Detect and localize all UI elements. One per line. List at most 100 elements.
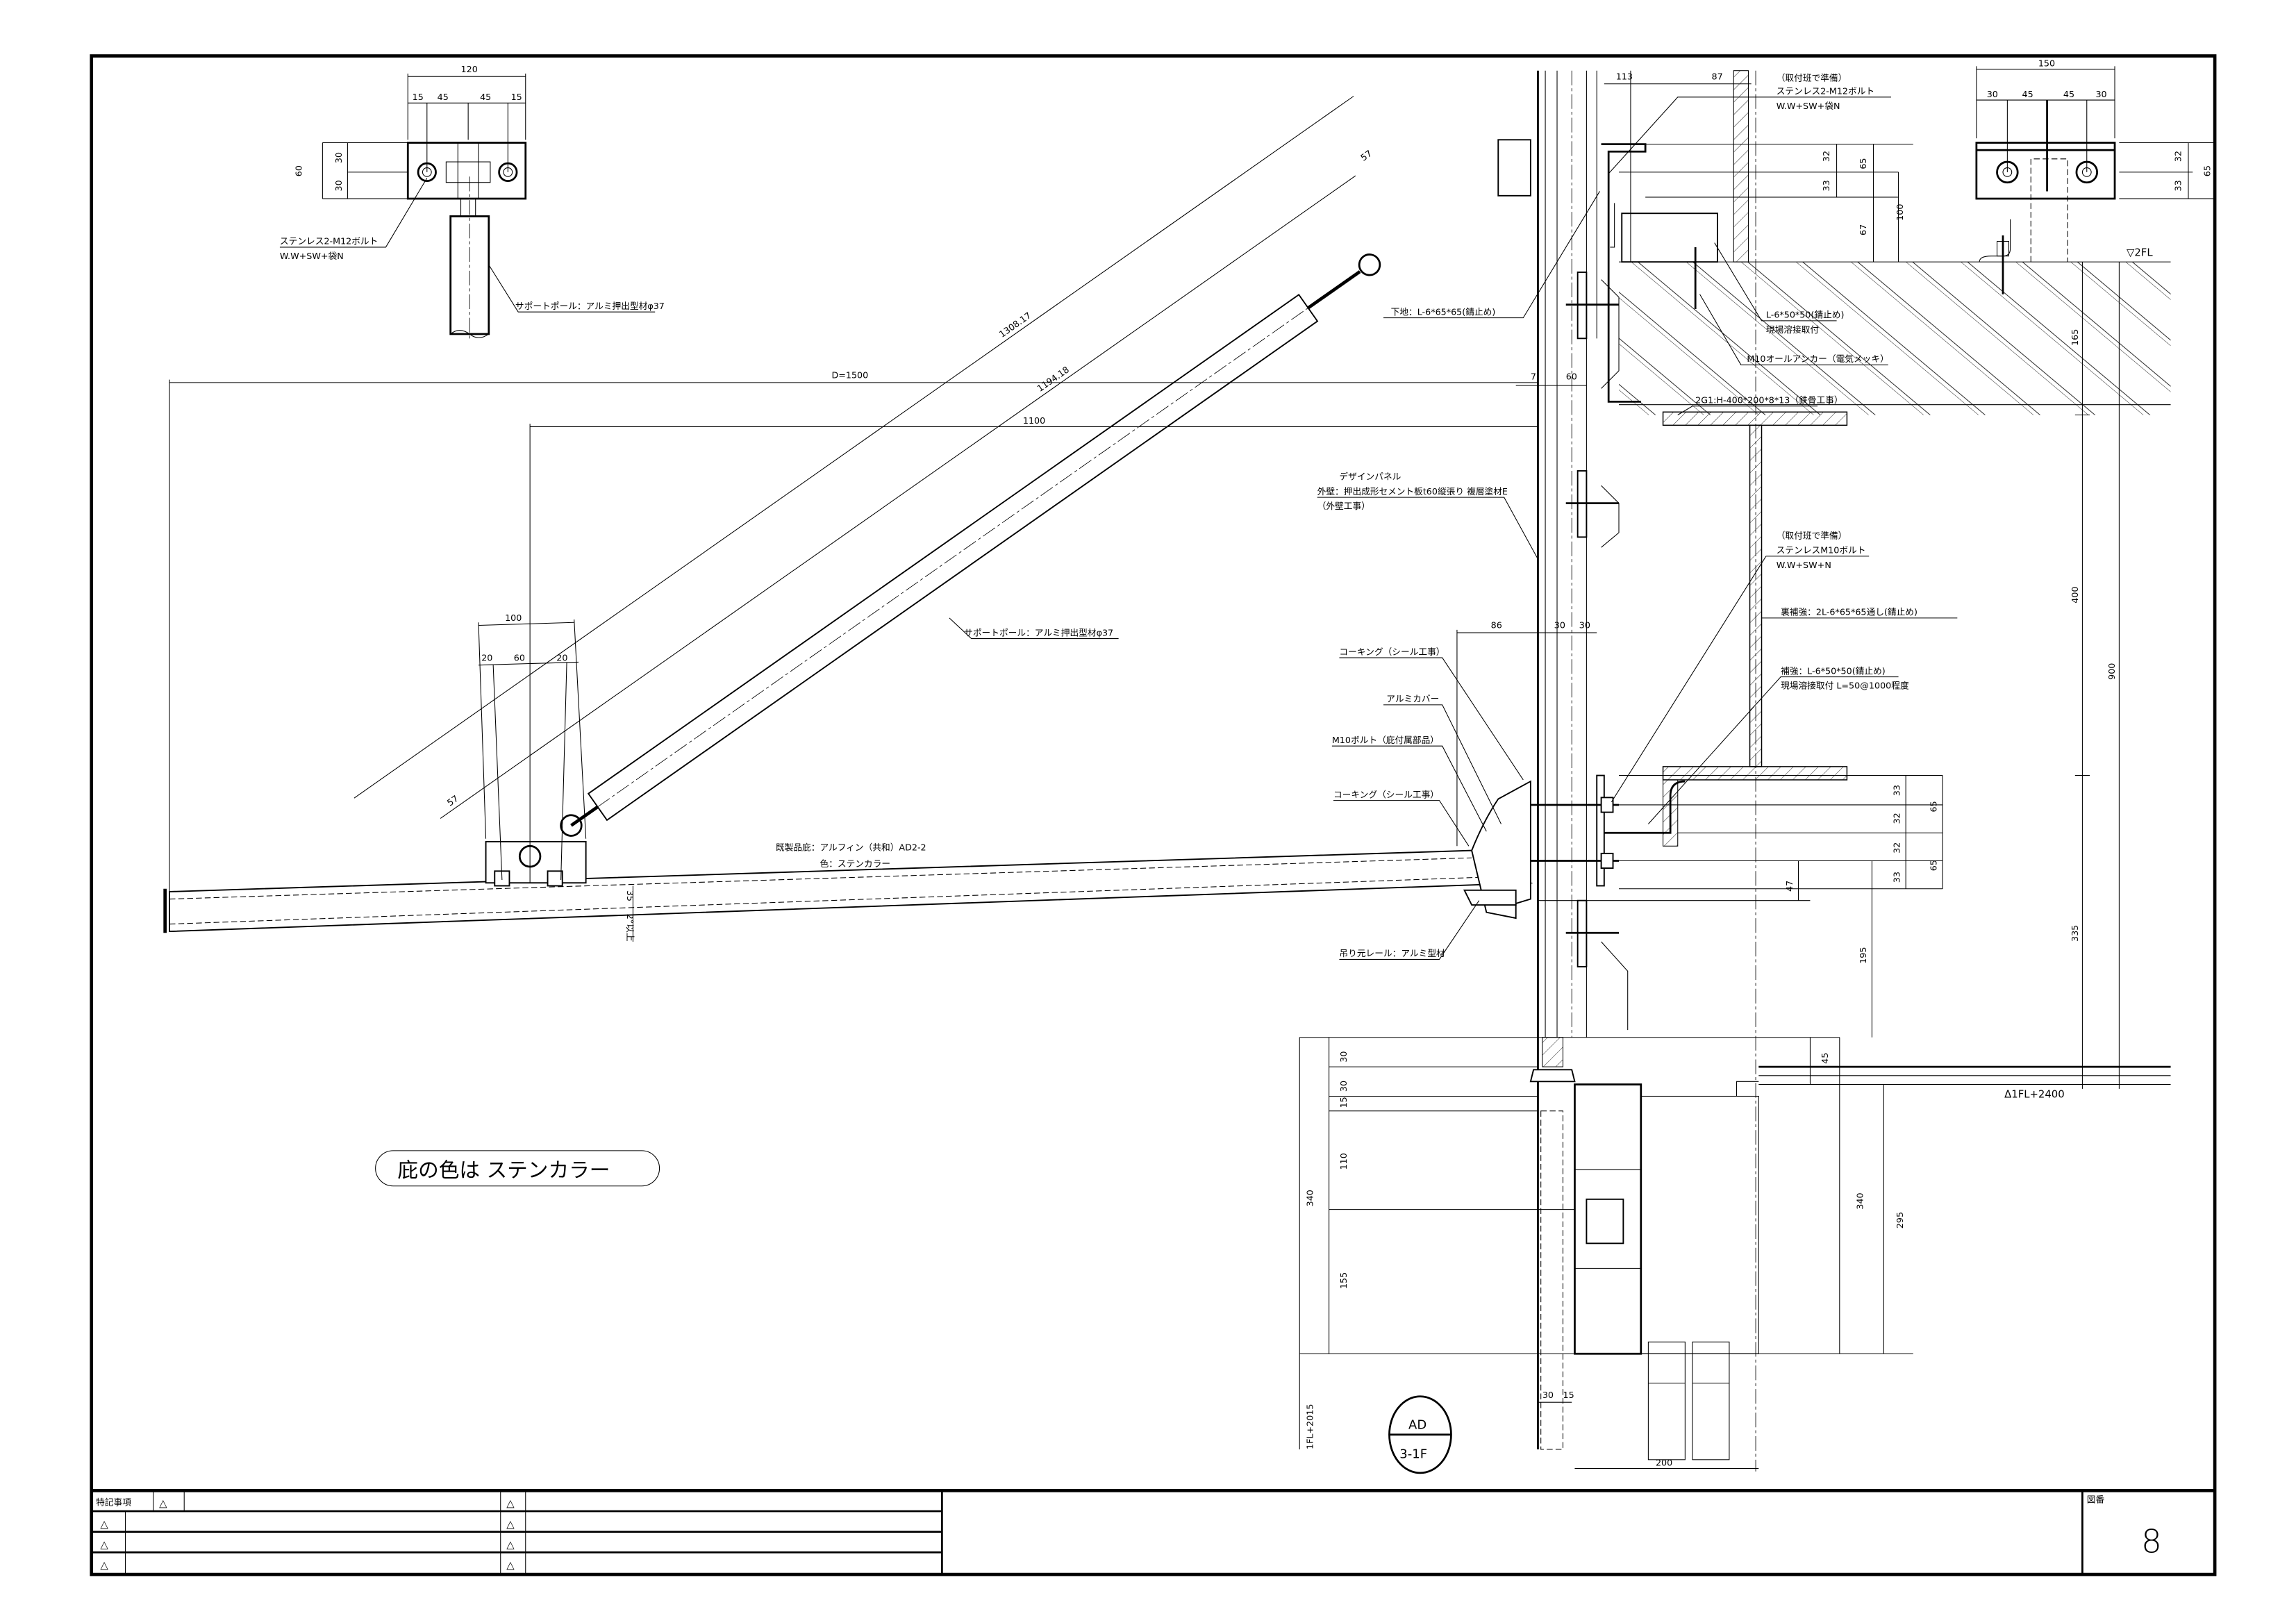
label: （取付班で準備）: [1777, 73, 1847, 83]
revision-mark: △: [506, 1518, 515, 1530]
dim: 15: [413, 92, 424, 102]
label: 裏補強：2L-6*65*65通し(錆止め): [1781, 607, 1918, 617]
revision-mark: △: [506, 1498, 515, 1510]
dim: 165: [2070, 329, 2080, 346]
dim: 20: [481, 652, 492, 663]
annotations: （取付班で準備） ステンレス2-M12ボルト W.W+SW+袋N 下地：L-6*…: [1317, 73, 1958, 960]
dim-projection: D=1500: [831, 370, 868, 381]
dim: 195: [1858, 947, 1868, 964]
dim: 7: [1531, 372, 1536, 382]
wall-dimensions: 113 87 32 33 65 67 100 7 60 165 400 900 …: [1456, 71, 2120, 1089]
dim: 45: [2022, 89, 2033, 99]
label: M10ボルト（庇付属部品）: [1332, 735, 1439, 745]
label: L-6*50*50(錆止め): [1766, 310, 1845, 320]
label: （取付班で準備）: [1777, 530, 1847, 540]
label-canopy-color: 色：ステンカラー: [820, 858, 891, 869]
title-block: 特記事項 △ △ △ △ △ △ △ △ 図番 8: [91, 1488, 2215, 1575]
dim: 20: [556, 652, 567, 663]
dim: 30: [333, 180, 344, 191]
label: 吊り元レール：アルミ型材: [1339, 948, 1445, 958]
label: 2G1:H-400*200*8*13（鉄骨工事）: [1695, 395, 1842, 406]
dim: 30: [333, 152, 344, 163]
revision-mark: △: [100, 1539, 108, 1551]
label-support-pole: サポートポール：アルミ押出型材φ37: [964, 627, 1113, 638]
dim: 65: [2202, 165, 2213, 176]
exterior-wall-panel: [1537, 70, 1631, 1450]
dim: 30: [1987, 89, 1998, 99]
dim: 30: [1338, 1081, 1349, 1092]
label: 下地：L-6*65*65(錆止め): [1391, 306, 1496, 317]
dim: 65: [1929, 801, 1939, 812]
dim: 100: [1895, 204, 1905, 221]
dim: 15: [1338, 1097, 1349, 1108]
dim: 15: [1563, 1390, 1574, 1400]
dim: 200: [1656, 1457, 1672, 1467]
support-pole: 1194.18 1308.17 57 57: [353, 96, 1381, 837]
dim: 150: [2038, 58, 2055, 68]
sheet-border: [90, 54, 2217, 1576]
h-beam: [1662, 70, 1848, 1472]
dim: 340: [1855, 1192, 1865, 1209]
dim: 120: [461, 64, 478, 74]
dim: 65: [1858, 158, 1868, 169]
dim: 35: [625, 890, 635, 901]
dim: 87: [1711, 71, 1722, 81]
label: アルミカバー: [1386, 694, 1439, 704]
wall-bracket-top: [1497, 139, 1531, 197]
dim: 33: [1892, 872, 1902, 883]
dim: 60: [1566, 372, 1577, 382]
lower-dimensions: 30 30 15 110 155 340 1FL+2015 30 15 200 …: [1299, 1037, 1913, 1470]
dim: 30: [2095, 89, 2106, 99]
dim-slope: 2°以上: [625, 914, 635, 942]
label: 外壁：押出成形セメント板t60縦張り 複層塗材E: [1317, 486, 1508, 497]
dim: 32: [1892, 842, 1902, 854]
level-1fl-2015: 1FL+2015: [1304, 1404, 1315, 1449]
drawing-number: 8: [2141, 1522, 2162, 1560]
dim: 15: [511, 92, 522, 102]
dim: 45: [438, 92, 449, 102]
floor-slab: ▽2FL: [1619, 70, 2171, 415]
dim: 30: [1338, 1051, 1349, 1063]
label-bolt: ステンレス2-M12ボルト: [280, 236, 378, 247]
label: ステンレス2-M12ボルト: [1777, 86, 1874, 97]
revision-mark: △: [506, 1560, 515, 1572]
label-bolt-washer: W.W+SW+袋N: [280, 251, 344, 261]
drawing-number-label: 図番: [2087, 1494, 2105, 1504]
wall-brackets: [1530, 143, 1686, 1031]
dim: 1100: [1023, 415, 1045, 426]
dim: 60: [514, 652, 525, 663]
color-note: 庇の色は ステンカラー: [375, 1150, 660, 1187]
label: 現場溶接取付: [1766, 324, 1820, 335]
dim: 60: [294, 165, 304, 176]
dim: 32: [1892, 813, 1902, 824]
label-canopy-product: 既製品庇：アルフィン（共和）AD2-2: [776, 842, 926, 853]
revision-mark: △: [100, 1518, 108, 1530]
dim: 67: [1858, 224, 1868, 235]
dim: 113: [1616, 71, 1633, 81]
window-sash-section: Δ1FL+2400: [1529, 1065, 2171, 1460]
top-left-bracket-detail: 120 15 45 45 15 60 30 30 ステンレス2-M12ボルト W…: [280, 64, 665, 339]
revision-mark: △: [159, 1498, 167, 1510]
dim: 900: [2106, 663, 2117, 680]
dim: 32: [2172, 151, 2183, 162]
dim: 33: [2172, 180, 2183, 191]
dim: 57: [1358, 148, 1374, 163]
dim: 30: [1554, 620, 1565, 631]
label: （外壁工事）: [1317, 501, 1370, 511]
dim: 45: [480, 92, 491, 102]
dim: 155: [1338, 1272, 1349, 1289]
revision-mark: △: [100, 1560, 108, 1572]
label-support-pole: サポートポール：アルミ押出型材φ37: [515, 301, 665, 311]
label: ステンレスM10ボルト: [1777, 545, 1866, 556]
canopy: 既製品庇：アルフィン（共和）AD2-2 色：ステンカラー D=1500 1100…: [163, 370, 1538, 942]
detail-code: AD: [1408, 1417, 1426, 1432]
dim: 110: [1338, 1153, 1349, 1170]
dim: 47: [1784, 881, 1795, 892]
dim: 335: [2070, 925, 2080, 942]
dim: 340: [1304, 1190, 1315, 1206]
color-note-text: 庇の色は ステンカラー: [397, 1158, 610, 1182]
level-1fl-2400: Δ1FL+2400: [2004, 1089, 2065, 1101]
label: コーキング（シール工事）: [1339, 647, 1445, 657]
label: 現場溶接取付 L=50@1000程度: [1781, 681, 1909, 691]
